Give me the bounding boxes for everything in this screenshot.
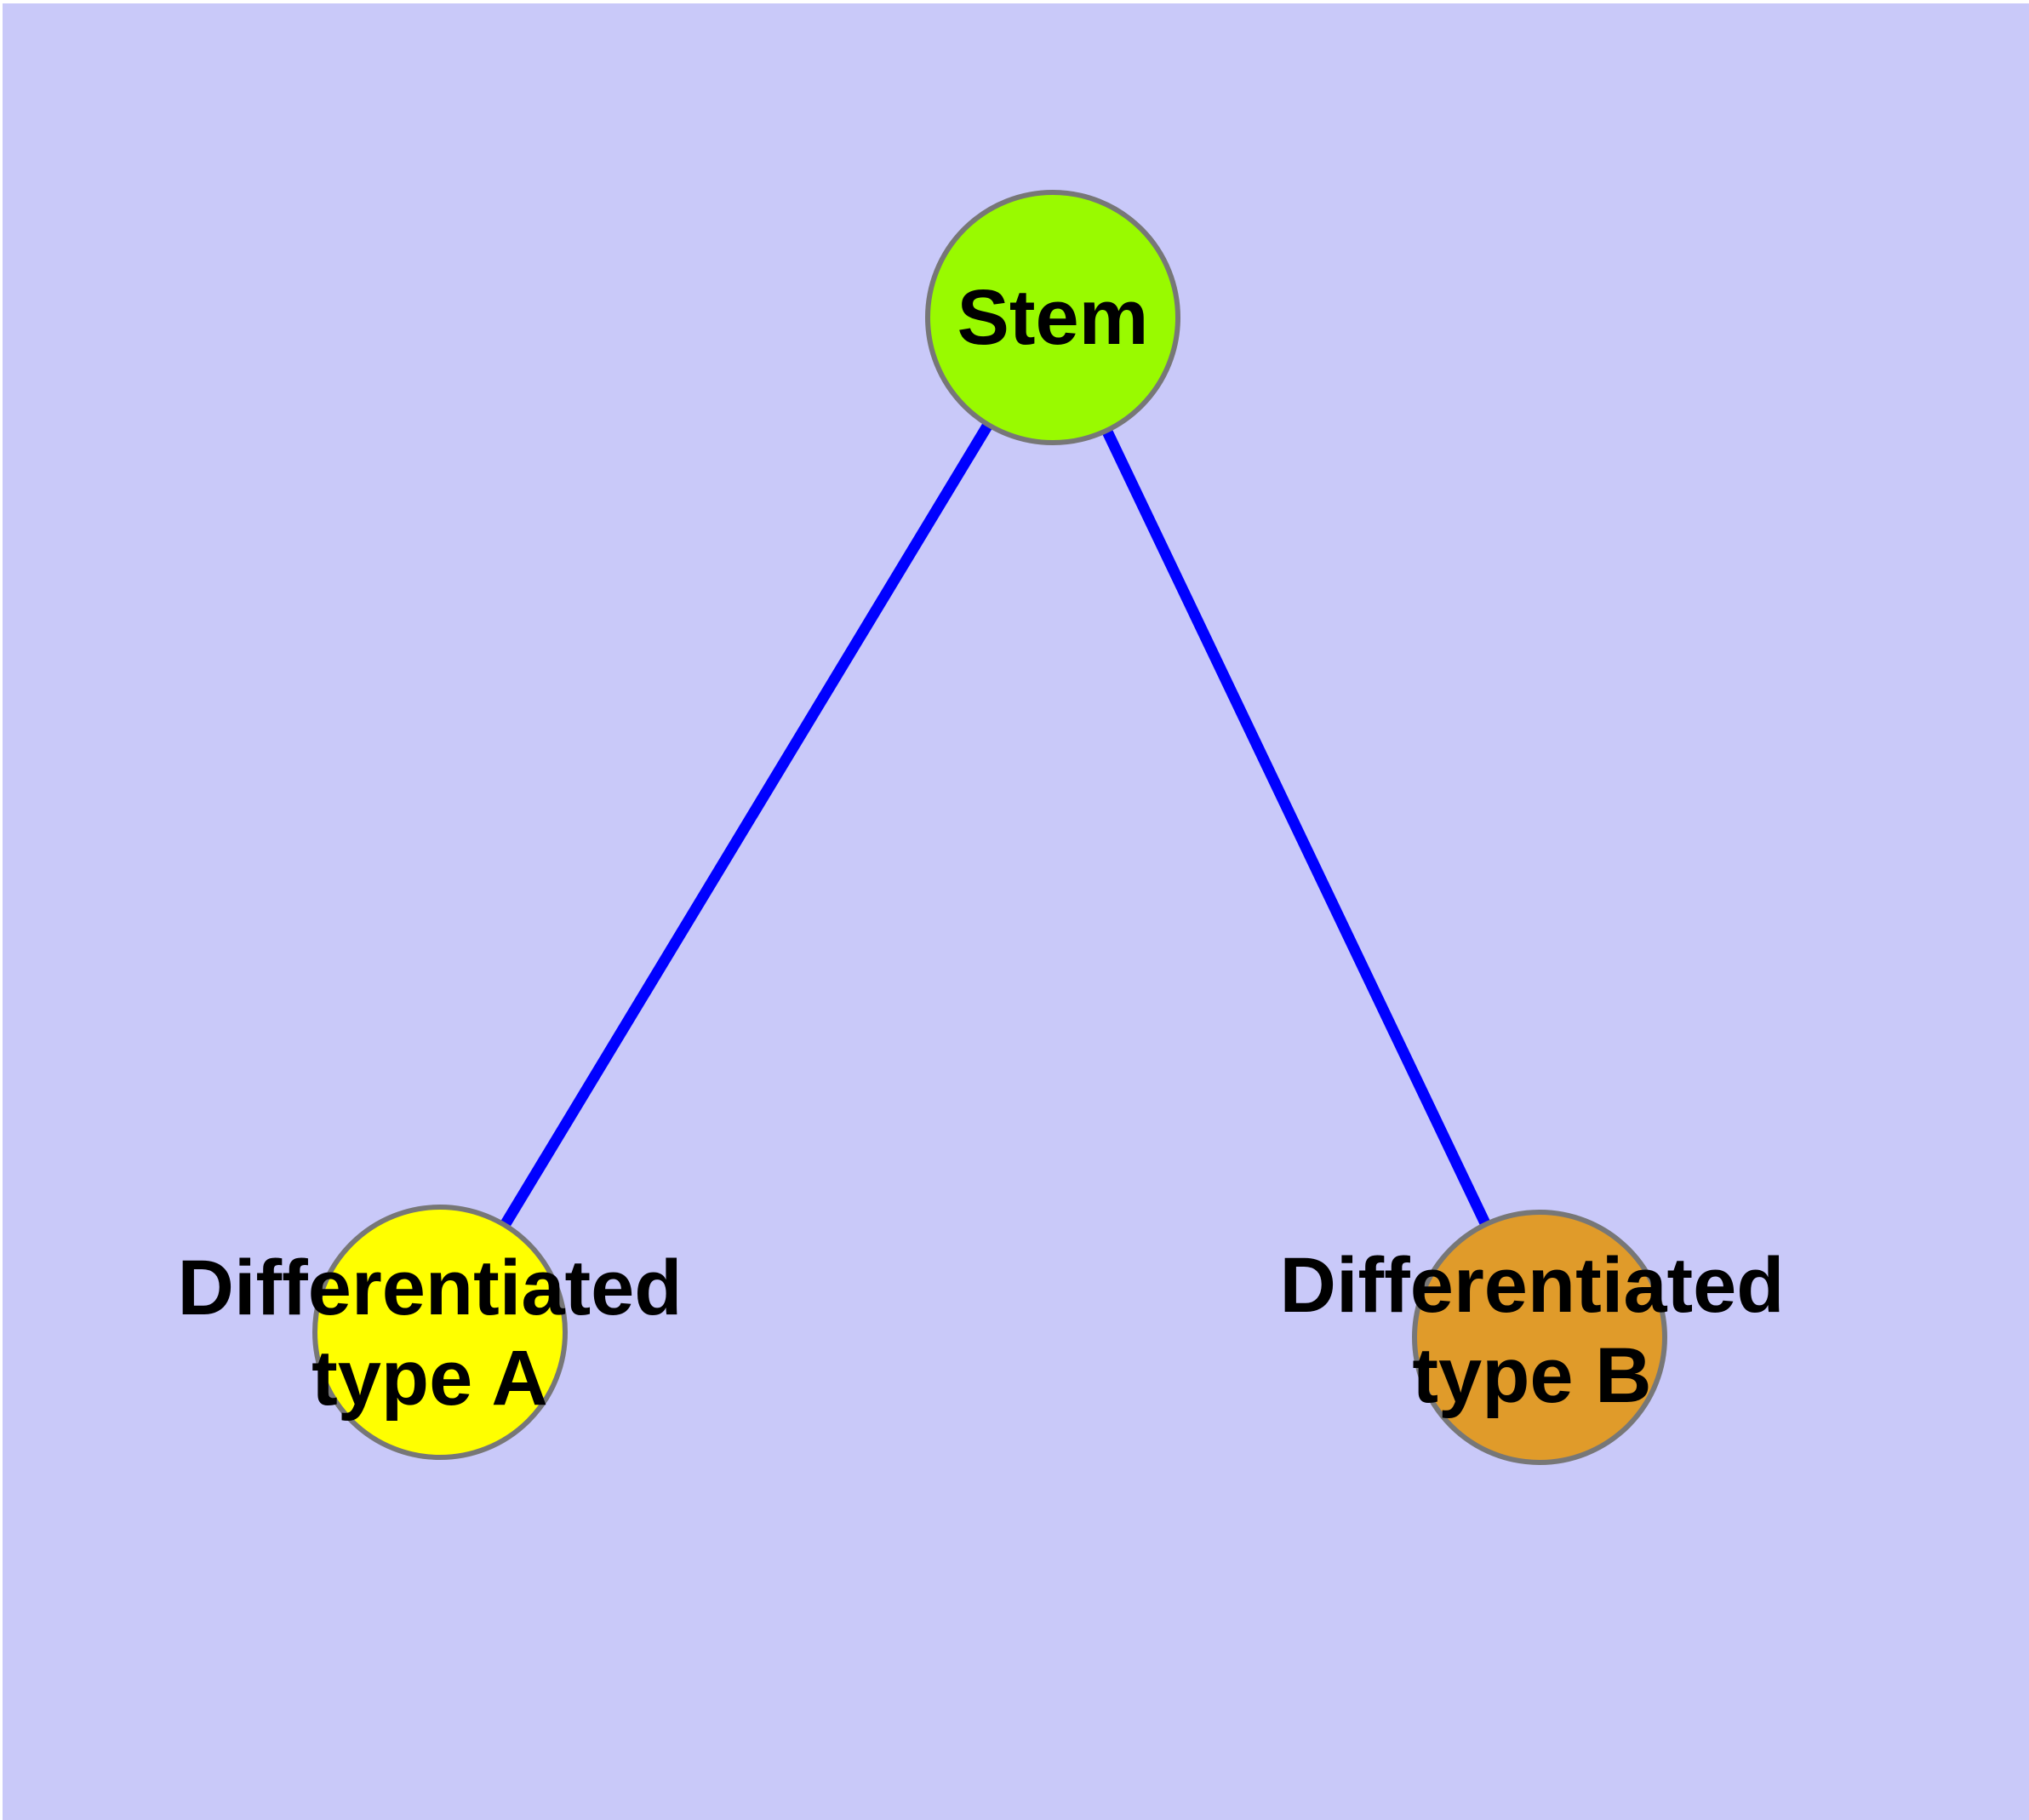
node-stem-label: Stem <box>957 272 1149 363</box>
node-type-b-label-line-2: type B <box>1412 1332 1652 1419</box>
edge-stem-to-type-a <box>435 314 1058 1336</box>
canvas-top-edge-highlight <box>0 0 2029 3</box>
node-type-a-circle[interactable] <box>312 1205 568 1460</box>
node-type-a-label-line-2: type A <box>311 1335 548 1422</box>
node-type-a-label-line-1: Differentiated <box>177 1245 683 1331</box>
node-stem-label-line: Stem <box>957 274 1149 361</box>
node-type-b-circle[interactable] <box>1412 1210 1667 1465</box>
node-type-b-label-line-1: Differentiated <box>1279 1242 1785 1329</box>
node-stem-circle[interactable] <box>925 190 1180 445</box>
canvas-left-edge-highlight <box>0 0 3 1820</box>
node-type-a-label: Differentiated type A <box>178 1243 683 1423</box>
edge-stem-to-type-b <box>1048 315 1545 1340</box>
node-type-b-label: Differentiated type B <box>1280 1240 1785 1421</box>
